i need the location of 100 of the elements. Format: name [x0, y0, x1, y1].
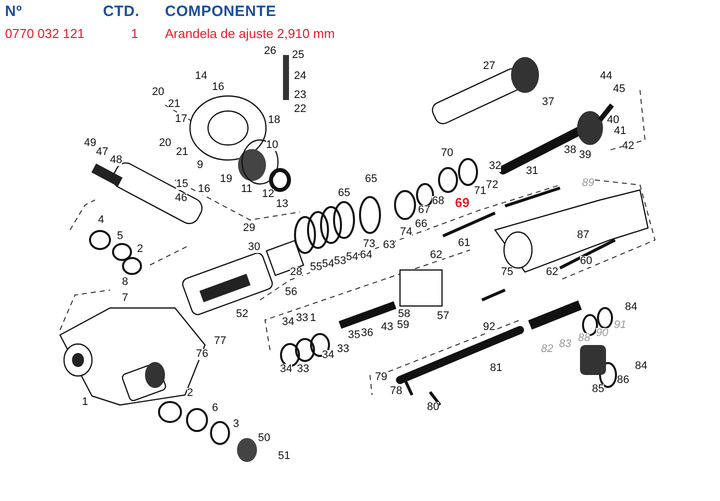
callout-number: 2 [137, 244, 144, 255]
callout-number: 33 [296, 313, 308, 324]
callout-number: 20 [152, 87, 164, 98]
callout-number: 88 [578, 333, 590, 344]
callout-number: 9 [197, 160, 204, 171]
callout-number: 1 [82, 397, 88, 408]
callout-number: 8 [122, 277, 128, 288]
callout-number: 84 [635, 361, 648, 372]
callout-number: 33 [297, 364, 310, 375]
callout-number: 27 [483, 61, 496, 72]
callout-number: 65 [365, 174, 378, 185]
column-header: COMPONENTE [165, 4, 276, 19]
callout-number: 91 [614, 320, 626, 331]
callout-number: 36 [361, 328, 374, 339]
callout-number: 73 [363, 239, 376, 250]
callout-number: 82 [541, 344, 554, 355]
callout-number: 62 [546, 267, 558, 278]
callout-number: 85 [592, 384, 604, 395]
callout-number: 60 [580, 256, 592, 267]
callout-number: 14 [195, 71, 208, 82]
callout-number: 70 [441, 148, 454, 159]
callout-number: 38 [564, 145, 576, 156]
callout-number: 53 [334, 256, 346, 267]
callout-number: 12 [262, 189, 274, 200]
callout-number: 50 [258, 433, 270, 444]
callout-number: 84 [625, 302, 638, 313]
callout-number: 39 [579, 150, 592, 161]
callout-number: 72 [486, 180, 498, 191]
callout-number: 67 [418, 205, 430, 216]
callout-number: 16 [198, 184, 210, 195]
callout-number: 56 [285, 287, 298, 298]
callout-number: 80 [427, 402, 440, 413]
callout-number: 3 [233, 419, 240, 430]
callout-number: 34 [280, 364, 292, 375]
callout-number: 86 [617, 375, 630, 386]
callout-number: 59 [397, 320, 410, 331]
callout-number: 22 [294, 104, 306, 115]
callout-number: 15 [176, 179, 188, 190]
callout-number: 76 [196, 349, 208, 360]
callout-number: 17 [175, 114, 188, 125]
callout-number: 30 [248, 242, 260, 253]
callout-number: 25 [292, 50, 304, 61]
callout-number: 48 [110, 155, 122, 166]
callout-number: 64 [360, 250, 372, 261]
callout-number: 74 [400, 227, 412, 238]
callout-number: 26 [264, 46, 276, 57]
callout-number: 79 [375, 372, 388, 383]
column-header: Nº [5, 4, 22, 19]
callout-number: 24 [294, 71, 306, 82]
callout-number: 69 [455, 196, 470, 209]
callout-number: 62 [430, 250, 442, 261]
callout-number: 45 [613, 84, 626, 95]
callout-number: 28 [290, 267, 302, 278]
callout-number: 83 [559, 339, 572, 350]
callout-number: 34 [282, 317, 294, 328]
callout-number: 35 [348, 330, 360, 341]
callout-number: 92 [483, 322, 496, 333]
callout-number: 20 [159, 138, 172, 149]
callout-number: 61 [458, 238, 470, 249]
callout-number: 68 [432, 196, 444, 207]
callout-number: 33 [337, 344, 350, 355]
callout-number: 2 [187, 388, 194, 399]
table-cell: 1 [131, 27, 138, 40]
callout-number: 41 [614, 126, 626, 137]
table-cell: 0770 032 121 [5, 27, 85, 40]
callout-number: 4 [98, 215, 104, 226]
callout-number: 49 [84, 138, 96, 149]
callout-number: 55 [310, 262, 322, 273]
callout-number: 19 [220, 174, 232, 185]
column-header: CTD. [103, 4, 140, 19]
callout-number: 42 [622, 141, 634, 152]
callout-number: 7 [122, 293, 128, 304]
callout-number: 6 [212, 403, 218, 414]
callout-number: 16 [212, 82, 224, 93]
callout-number: 54 [322, 259, 334, 270]
callout-number: 21 [176, 147, 188, 158]
callout-number: 66 [415, 219, 428, 230]
callout-number: 71 [474, 186, 486, 197]
callout-number: 37 [542, 97, 554, 108]
callout-number: 47 [96, 147, 108, 158]
callout-number: 54 [346, 252, 358, 263]
callout-number: 31 [526, 166, 538, 177]
callout-number: 89 [582, 178, 594, 189]
callout-number: 43 [381, 322, 394, 333]
callout-number: 63 [383, 240, 396, 251]
callout-number: 58 [398, 309, 410, 320]
callout-number: 51 [278, 451, 290, 462]
callout-number: 10 [266, 140, 278, 151]
callout-number: 52 [236, 309, 248, 320]
callout-number: 29 [243, 223, 256, 234]
callout-number: 65 [338, 188, 350, 199]
callout-number: 34 [322, 350, 334, 361]
callout-number: 13 [276, 199, 288, 210]
callout-number: 32 [489, 161, 502, 172]
callout-number: 11 [241, 184, 252, 195]
callout-number: 44 [600, 71, 612, 82]
callout-number: 90 [596, 328, 608, 339]
callout-number: 57 [437, 311, 450, 322]
callout-number: 5 [117, 231, 124, 242]
callout-number: 77 [214, 336, 226, 347]
